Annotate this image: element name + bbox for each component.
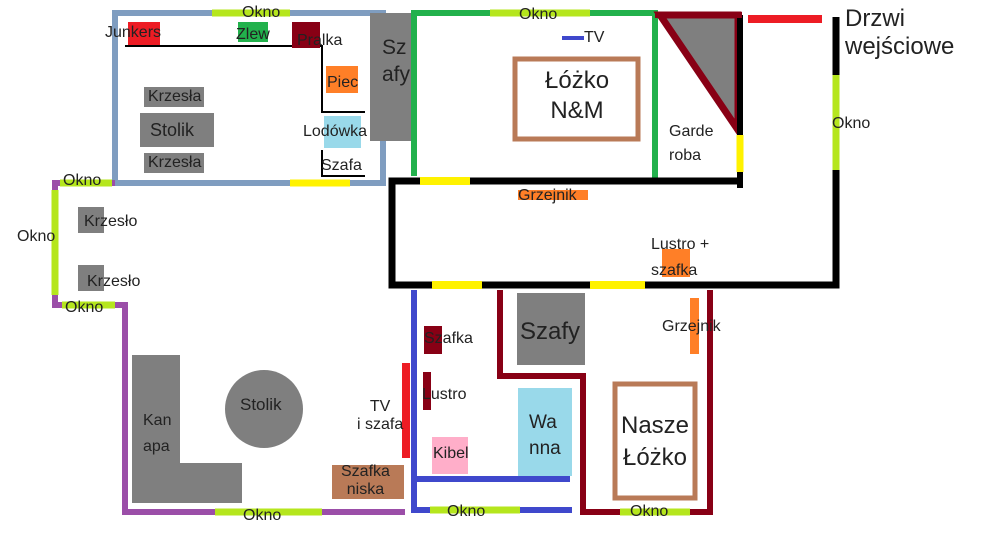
szafy-bedroom2-label: Szafy [520,318,581,345]
szafa-kitchen-label: Szafa [321,157,362,174]
kitchen-counter [125,45,365,113]
bedroom2-wall [497,290,713,515]
szafy-hall-label: Sz afy [382,36,411,87]
krzeslo-1-label: Krzesło [84,213,138,230]
krzeslo-2-icon [78,265,104,291]
lozko-nm-frame [512,56,641,142]
okno-living-top-label: Okno [63,172,102,189]
krzesla-top-label: Krzesła [148,88,202,105]
krzesla-top-icon [144,87,204,107]
lustro-bath-icon [423,372,431,410]
garderoba-triangle [653,11,742,142]
piec-icon [326,66,358,93]
zlew-icon [238,22,268,42]
hall-wall [388,17,840,289]
junkers-label: Junkers [105,24,162,41]
bedroom1-wall [411,10,658,180]
okno-kitchen-top-label: Okno [242,4,281,21]
nasze-lozko-label: Nasze Łóżko [621,412,690,472]
okno-bath-bottom-label: Okno [447,503,486,520]
okno-bedroom2-bottom-label: Okno [630,503,669,520]
tv-bedroom-label: TV [584,29,605,46]
pralka-icon [292,22,320,48]
krzeslo-1-icon [78,207,104,233]
stolik-kitchen-icon [140,113,214,147]
tv-szafa-icon [402,363,410,458]
drzwi-wejsciowe-label: Drzwi wejściowe [845,5,955,60]
kanapa-label: Kan apa [143,412,172,455]
szafka-bath-icon [424,326,442,354]
kanapa-icon [132,355,242,503]
szafka-niska-label: Szafka niska [341,463,390,499]
zlew-label: Zlew [236,26,270,43]
kitchen-cabinet-line [321,150,365,177]
lodowka-icon [324,116,361,148]
grzejnik-hall-label: Grzejnik [518,187,577,204]
krzeslo-2-label: Krzesło [87,273,141,290]
lodowka-label: Lodówka [303,123,368,140]
garderoba-label: Garde roba [669,123,714,164]
krzesla-bottom-icon [144,153,204,173]
grzejnik-hall-icon [518,190,588,200]
lustro-szafka-icon [662,249,690,277]
kibel-label: Kibel [433,445,469,462]
okno-living-left-label: Okno [17,228,56,245]
piec-label: Piec [327,74,359,91]
okno-bedroom-top-label: Okno [519,6,558,23]
szafka-niska-icon [332,465,404,499]
okno-hall-right-label: Okno [832,115,871,132]
grzejnik-bedroom2-label: Grzejnik [662,318,721,335]
tv-bedroom-icon [562,36,584,40]
lozko-nm-label: Łóżko N&M [545,67,610,124]
szafy-bedroom2-icon [517,293,585,365]
lustro-bath-label: Lustro [422,386,467,403]
pralka-label: Pralka [297,32,343,49]
okno-living-lower-label: Okno [65,299,104,316]
szafy-hall-block [370,13,412,141]
stolik-living-label: Stolik [240,395,282,414]
kibel-icon [432,437,468,474]
wanna-icon [518,388,572,476]
okno-living-bottom-label: Okno [243,507,282,524]
nasze-lozko-frame [612,381,698,501]
krzesla-bottom-label: Krzesła [148,154,202,171]
stolik-kitchen-label: Stolik [150,120,195,140]
grzejnik-bedroom2-icon [690,298,699,354]
wanna-label: Wa nna [529,412,561,459]
stolik-living-icon [225,370,303,448]
szafka-bath-label: Szafka [424,330,473,347]
tv-szafa-label: TV i szafa [357,398,404,434]
junkers-icon [128,22,160,45]
lustro-szafka-label: Lustro + szafka [651,236,710,279]
